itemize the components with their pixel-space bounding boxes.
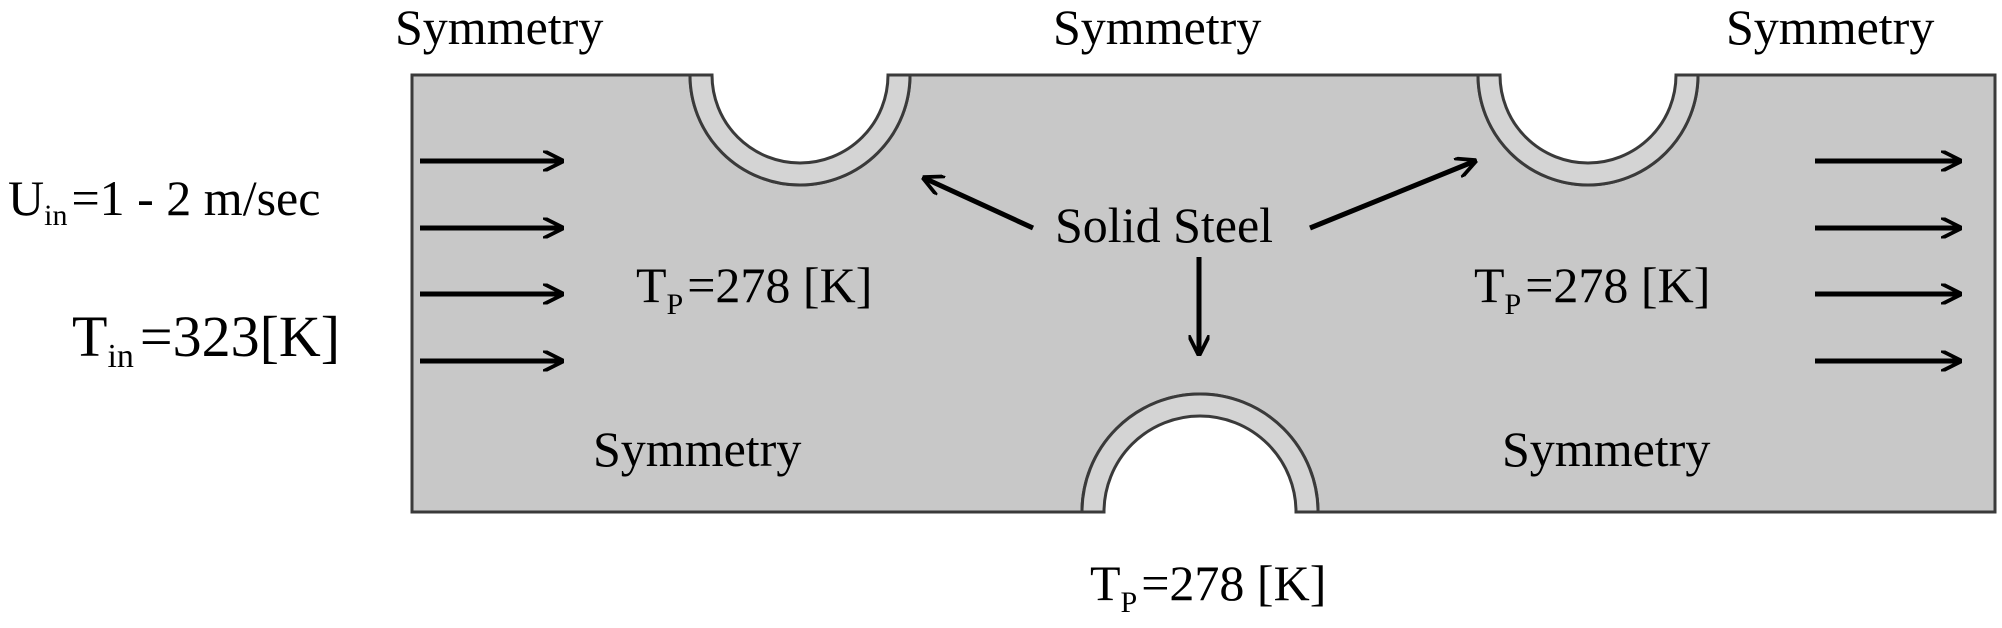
symmetry-label-top-left: Symmetry xyxy=(395,0,603,55)
inlet-temperature-label: Tin=323[K] xyxy=(72,304,340,375)
pipe-temp-label-right: TP=278 [K] xyxy=(1474,257,1710,321)
symmetry-label-bottom-right: Symmetry xyxy=(1502,421,1710,477)
inlet-arrows xyxy=(420,161,562,361)
symmetry-label-top-right: Symmetry xyxy=(1726,0,1934,55)
pipe-temp-label-left: TP=278 [K] xyxy=(636,257,872,321)
pipe-temp-label-bottom: TP=278 [K] xyxy=(1090,555,1326,619)
symmetry-label-bottom-left: Symmetry xyxy=(593,421,801,477)
pointer-arrow-left xyxy=(924,178,1035,231)
pointer-arrow-right xyxy=(1309,161,1475,231)
steel-pipe-top-right xyxy=(1476,73,1700,187)
outlet-arrows xyxy=(1815,161,1960,361)
inlet-velocity-label: Uin=1 - 2 m/sec xyxy=(8,170,320,232)
symmetry-label-top-center: Symmetry xyxy=(1053,0,1261,55)
solid-steel-label: Solid Steel xyxy=(1055,197,1273,253)
steel-pipe-bottom xyxy=(1080,392,1320,514)
solid-steel-pointers xyxy=(924,161,1475,354)
steel-pipe-top-left xyxy=(688,73,912,187)
